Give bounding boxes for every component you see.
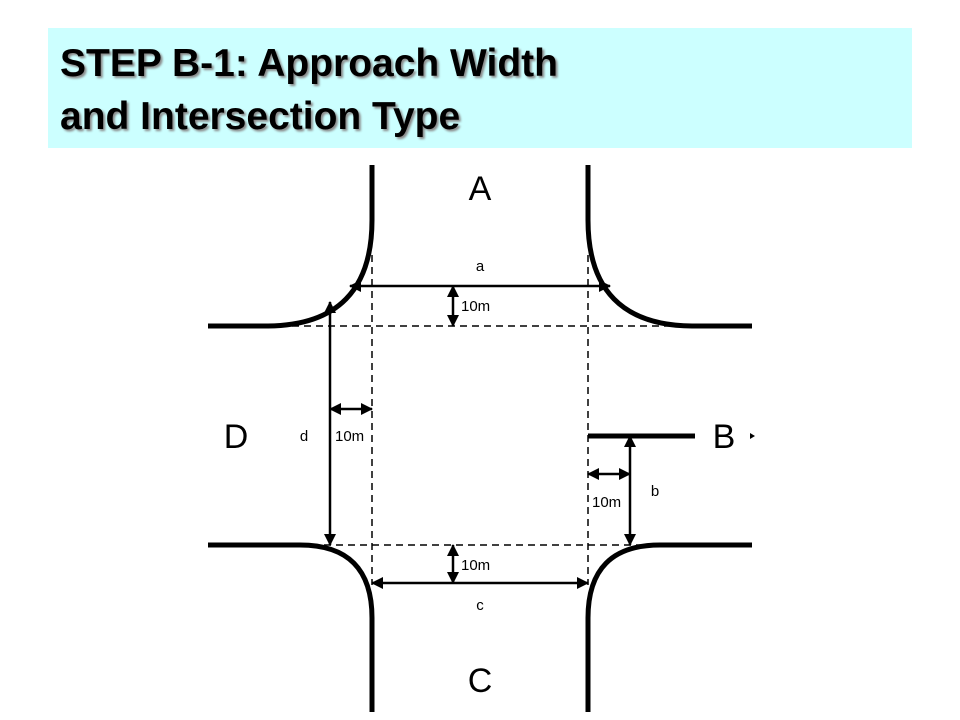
approach-label-north: A [469,170,492,208]
width-label-d: d [300,428,308,445]
width-label-c: c [476,597,484,614]
approach-label-west: D [224,418,249,456]
east-edge-arrow-icon [750,433,755,439]
width-label-a: a [476,258,485,275]
curb-south-east [585,542,752,712]
title-banner: STEP B-1: Approach Width and Intersectio… [48,28,912,148]
offset-label-north: 10m [461,298,490,315]
curb-north-west [208,165,375,329]
offset-label-south: 10m [461,557,490,574]
curb-south-west [208,542,375,712]
page-title-line-1: STEP B-1: Approach Width [60,42,558,85]
approach-label-south: C [468,662,493,700]
curb-north-east [585,165,752,329]
width-label-b: b [651,483,659,500]
approach-label-east: B [713,418,736,456]
offset-label-west: 10m [335,428,364,445]
page-title-line-2: and Intersection Type [60,95,461,138]
offset-label-east: 10m [592,494,621,511]
